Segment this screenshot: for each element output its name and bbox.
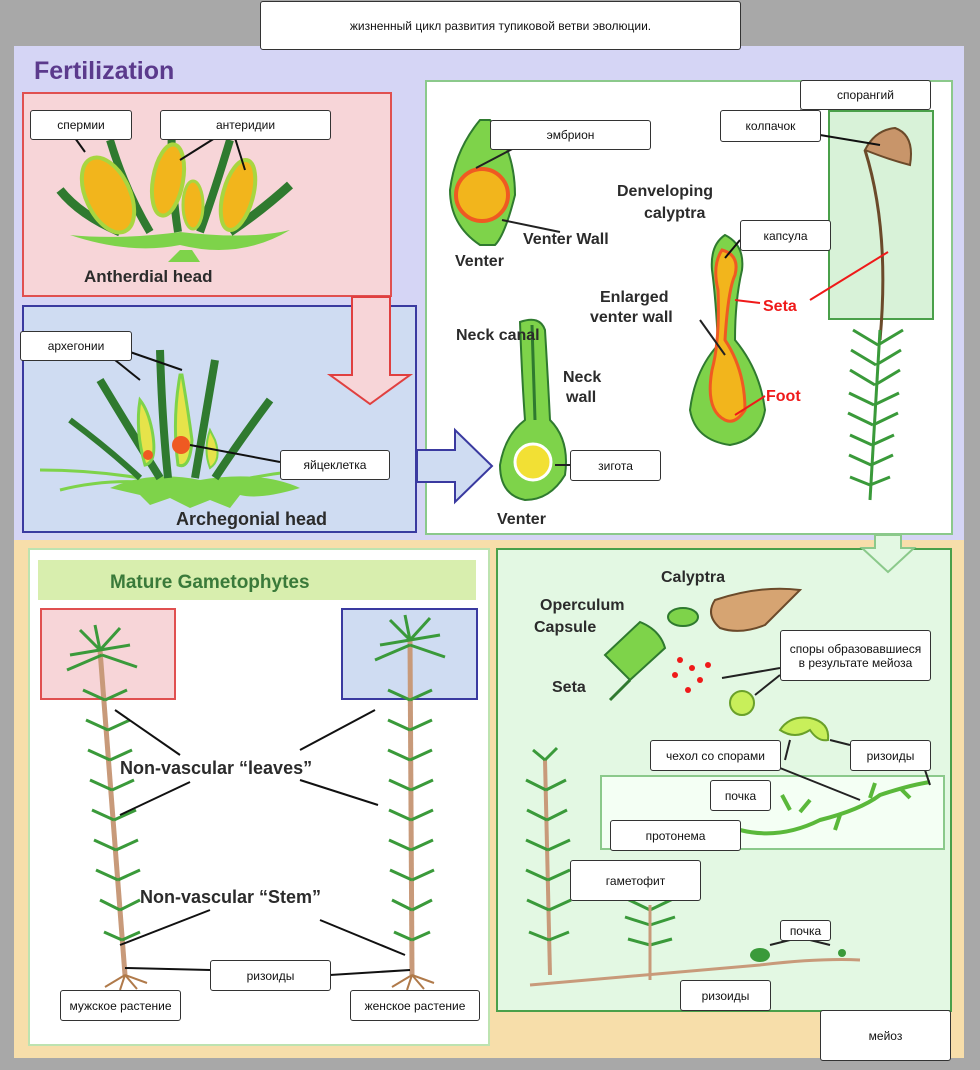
- mature-sporophyte-drawing: [809, 126, 912, 501]
- arrow-down-red: [326, 296, 414, 406]
- mature-gametophytes-title: Mature Gametophytes: [110, 572, 310, 593]
- wall-label: wall: [565, 389, 596, 406]
- antherdial-head-label: Antherdial head: [84, 267, 212, 286]
- venter-bottom-label: Venter: [497, 511, 546, 528]
- enlarged-venter-label-2: venter wall: [590, 309, 673, 326]
- gametophyte-pointer-lines: [114, 709, 411, 976]
- female-plant-drawing: [374, 614, 446, 991]
- annotation-pointer-lines: [74, 109, 881, 463]
- gametofit-box: гаметофит: [570, 860, 701, 901]
- rizoidy-bottom-right-box: ризоиды: [680, 980, 771, 1011]
- embryo-drawing: [448, 119, 561, 246]
- archegonium-drawing: [498, 318, 572, 502]
- zhenskoe-box: женское растение: [350, 990, 480, 1021]
- spermii-box: спермии: [30, 110, 132, 140]
- kapsula-box: капсула: [740, 220, 831, 251]
- venter-top-label: Venter: [455, 253, 504, 270]
- rizoidy-right-box: ризоиды: [850, 740, 931, 771]
- arrow-right-blue: [416, 427, 494, 505]
- spore-release-drawing: [603, 587, 830, 742]
- title-box: жизненный цикл развития тупиковой ветви …: [260, 1, 741, 50]
- antheridial-head-drawing: [56, 119, 294, 262]
- foot-label: Foot: [766, 388, 801, 405]
- male-tip-box: [40, 608, 176, 700]
- gametophytes-title-bar: [38, 560, 476, 600]
- nonvascular-leaves-label: Non-vascular “leaves”: [120, 758, 312, 778]
- seta-red-label: Seta: [763, 298, 797, 315]
- archegonial-head-drawing: [39, 349, 331, 508]
- chehol-box: чехол со спорами: [650, 740, 781, 771]
- male-plant-drawing: [66, 624, 148, 991]
- archegonial-head-label: Archegonial head: [176, 509, 327, 529]
- yaicekletka-box: яйцеклетка: [280, 450, 390, 480]
- capsule-label: Capsule: [534, 619, 596, 636]
- seta-label: Seta: [552, 679, 586, 696]
- muzhskoe-box: мужское растение: [60, 990, 181, 1021]
- developing-calyptra-label-2: calyptra: [644, 205, 705, 222]
- developing-calyptra-label-1: Denveloping: [617, 183, 713, 200]
- sporangii-box: спорангий: [800, 80, 931, 110]
- young-gametophytes-drawing: [525, 746, 861, 987]
- venter-wall-label: Venter Wall: [523, 231, 609, 248]
- meioz-box: мейоз: [820, 1010, 951, 1061]
- neck-label: Neck: [563, 369, 601, 386]
- arhegonii-box: архегонии: [20, 331, 132, 361]
- protonema-box-label: протонема: [610, 820, 741, 851]
- fertilization-title: Fertilization: [34, 57, 174, 85]
- pochka-box-2: почка: [780, 920, 831, 941]
- operculum-label: Operculum: [540, 597, 624, 614]
- embrion-box: эмбрион: [490, 120, 651, 150]
- calyptra-label: Calyptra: [661, 569, 725, 586]
- enlarged-venter-label-1: Enlarged: [600, 289, 668, 306]
- arrow-down-green: [859, 534, 917, 574]
- protonema-drawing: [739, 739, 931, 836]
- pochka-box-1: почка: [710, 780, 771, 811]
- koltpachok-box: колпачок: [720, 110, 821, 142]
- spory-box: споры образовавшиеся в результате мейоза: [780, 630, 931, 681]
- neck-canal-label: Neck canal: [456, 327, 540, 344]
- developing-sporophyte-drawing: [688, 233, 767, 447]
- rizoidy-bottom-left-box: ризоиды: [210, 960, 331, 991]
- zigota-box: зигота: [570, 450, 661, 481]
- nonvascular-stem-label: Non-vascular “Stem”: [140, 887, 321, 907]
- anteridii-box: антеридии: [160, 110, 331, 140]
